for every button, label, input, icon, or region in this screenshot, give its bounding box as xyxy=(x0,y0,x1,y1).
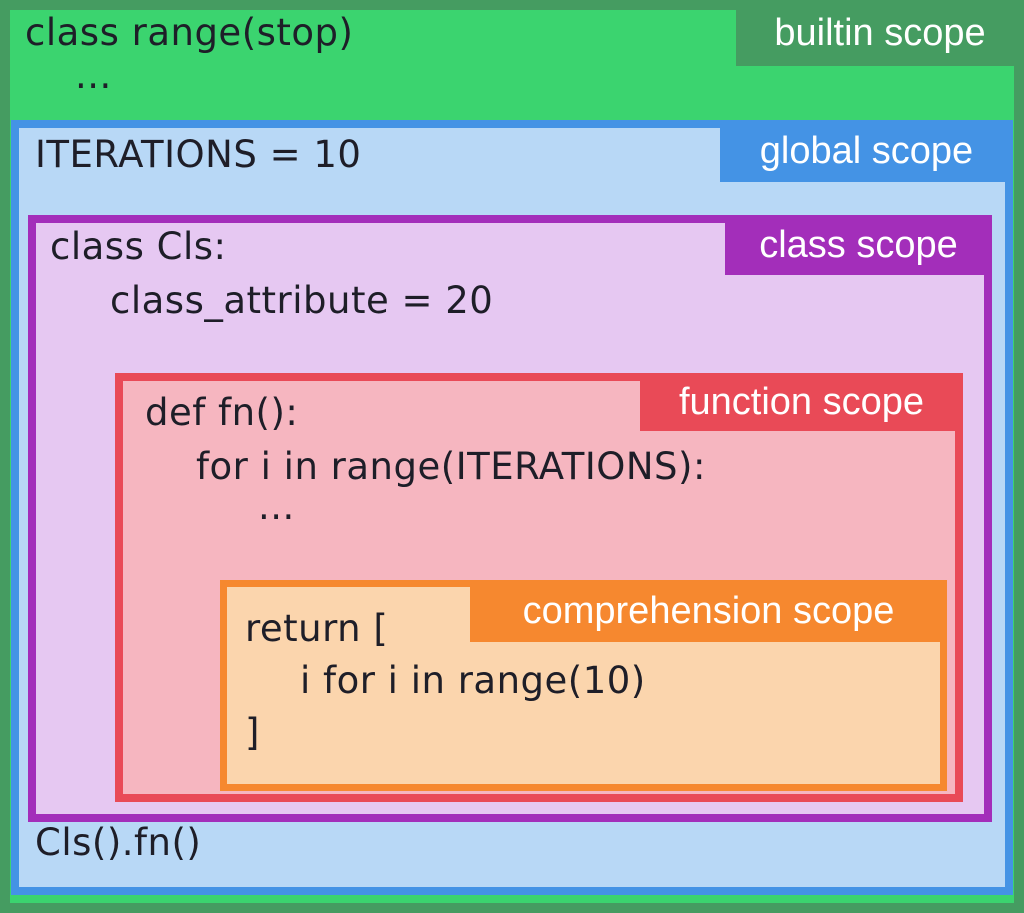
class-scope-label: class scope xyxy=(725,215,992,275)
builtin-scope-label: builtin scope xyxy=(736,0,1024,66)
code-line-builtin-range-def: class range(stop) xyxy=(25,11,354,54)
code-line-comprehension-body: i for i in range(10) xyxy=(300,659,646,702)
code-line-function-def: def fn(): xyxy=(145,391,299,434)
code-line-comprehension-close-bracket: ] xyxy=(245,711,260,754)
comprehension-scope-label: comprehension scope xyxy=(470,580,947,642)
code-line-class-attribute: class_attribute = 20 xyxy=(110,279,494,322)
code-line-global-iterations: ITERATIONS = 10 xyxy=(35,133,362,176)
code-line-function-for-loop: for i in range(ITERATIONS): xyxy=(196,445,706,488)
code-line-comprehension-return: return [ xyxy=(245,607,389,650)
global-scope-label: global scope xyxy=(720,120,1013,182)
code-line-function-ellipsis: ... xyxy=(258,485,295,528)
code-line-global-call: Cls().fn() xyxy=(35,821,202,864)
function-scope-label: function scope xyxy=(640,373,963,431)
code-line-builtin-ellipsis: ... xyxy=(75,54,112,97)
code-line-class-def: class Cls: xyxy=(50,225,227,268)
